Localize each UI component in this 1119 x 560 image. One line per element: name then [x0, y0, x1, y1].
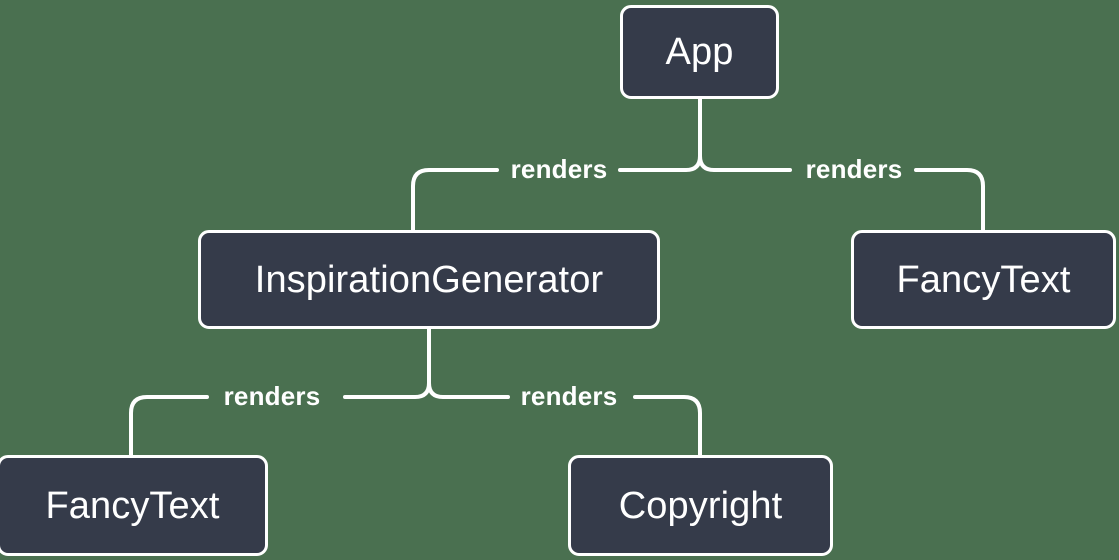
node-app[interactable]: App [620, 5, 779, 99]
node-fancytext-right-label: FancyText [896, 258, 1071, 301]
node-fancytext-bottom[interactable]: FancyText [0, 455, 268, 556]
node-app-label: App [665, 31, 734, 73]
edge-app-fancytext [914, 168, 985, 232]
node-fancytext-right[interactable]: FancyText [851, 230, 1116, 329]
edge-app-junction-left [618, 154, 702, 172]
edge-inspiration-fancytext [129, 395, 209, 457]
edge-label-app-to-inspiration-generator: renders [510, 154, 608, 184]
edge-inspiration-copyright [633, 395, 702, 457]
edge-label-app-to-fancytext: renders [805, 154, 903, 184]
edge-app-inspiration [411, 168, 499, 232]
edge-label-inspiration-generator-to-fancytext: renders [223, 381, 321, 411]
node-inspiration-generator-label: InspirationGenerator [254, 258, 604, 301]
edge-app-junction-right [698, 154, 792, 172]
edge-inspiration-junction-right [427, 381, 510, 399]
edge-inspiration-junction-left [343, 381, 431, 399]
node-fancytext-bottom-label: FancyText [45, 484, 220, 527]
node-copyright-label: Copyright [618, 484, 783, 527]
edge-label-inspiration-generator-to-copyright: renders [520, 381, 618, 411]
node-inspiration-generator[interactable]: InspirationGenerator [198, 230, 660, 329]
node-copyright[interactable]: Copyright [568, 455, 833, 556]
